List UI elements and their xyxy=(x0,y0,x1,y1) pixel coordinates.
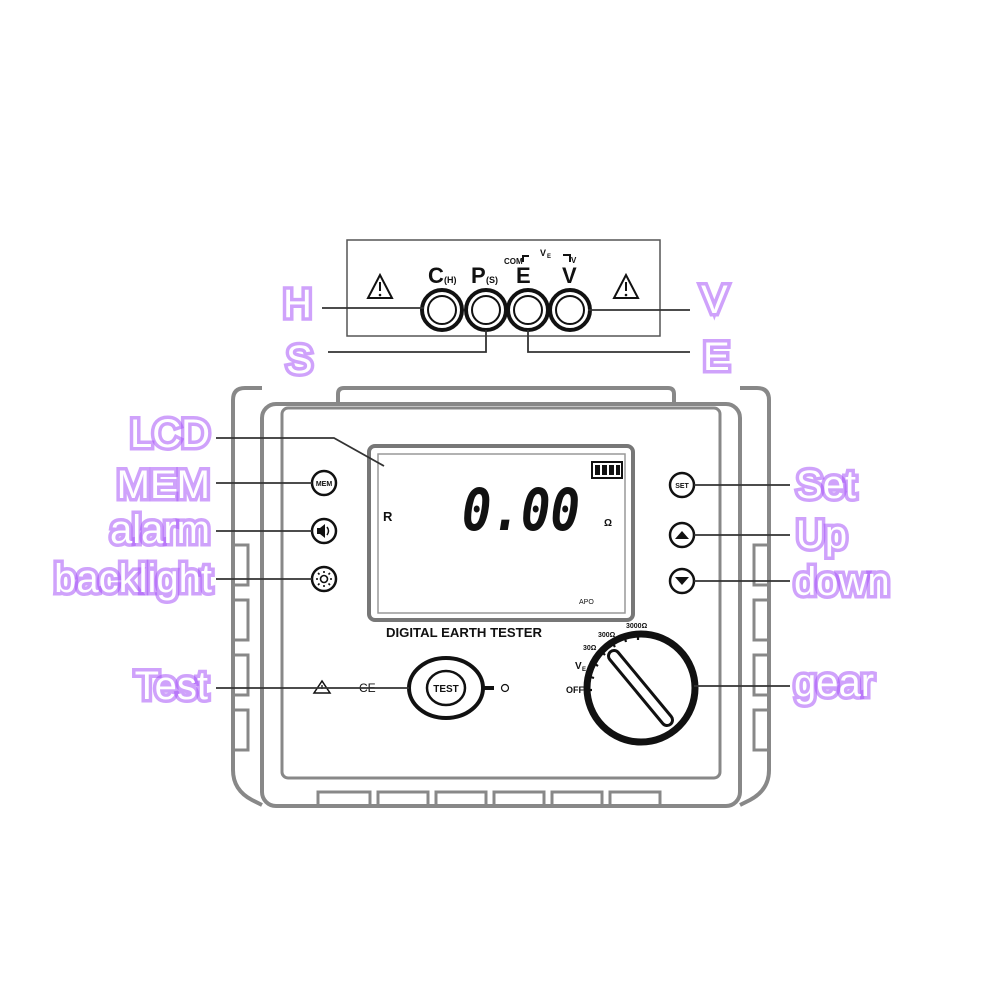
callout-e: E xyxy=(703,335,730,379)
v-bracket-icon xyxy=(563,254,571,262)
callout-alarm: alarm xyxy=(110,508,210,552)
leader-s xyxy=(328,330,487,353)
right-grip-ridges xyxy=(752,543,769,752)
lcd-reading: 0.00 xyxy=(462,476,580,544)
callout-backlight: backlight xyxy=(54,557,212,601)
jack-p xyxy=(464,288,508,332)
terminal-v-label: V xyxy=(562,263,577,288)
callout-h: H xyxy=(283,282,312,326)
callout-labels: H S V E LCD MEM alarm backlight Test Set… xyxy=(51,275,894,712)
lcd-mode-label: R xyxy=(383,509,393,524)
warning-icon-right xyxy=(612,272,640,299)
set-button[interactable]: SET xyxy=(668,471,696,499)
terminal-panel: C (H) P (S) E COM V V E V xyxy=(346,239,661,337)
sun-icon xyxy=(316,571,332,587)
test-button-label: TEST xyxy=(433,684,459,695)
alarm-button[interactable] xyxy=(310,517,338,545)
dial-label-off: OFF xyxy=(566,685,584,695)
callout-s: S xyxy=(286,338,313,382)
terminal-ve-label: V xyxy=(540,248,546,258)
callout-up: Up xyxy=(796,513,847,557)
battery-icon xyxy=(591,461,623,479)
jack-e xyxy=(506,288,550,332)
terminal-p-sub-label: (S) xyxy=(486,275,498,285)
mem-button[interactable]: MEM xyxy=(310,469,338,497)
jack-v xyxy=(548,288,592,332)
callout-down: down xyxy=(794,560,890,604)
terminal-e-label: E xyxy=(516,263,531,288)
dial-label-300: 300Ω xyxy=(598,632,616,639)
dial-label-ve-sub: E xyxy=(582,667,586,673)
lcd-display-area xyxy=(377,453,626,614)
callout-set: Set xyxy=(796,463,856,507)
terminal-c-sub-label: (H) xyxy=(444,275,457,285)
terminal-com-label: COM xyxy=(504,257,523,266)
down-arrow-icon xyxy=(675,577,689,585)
leader-lines xyxy=(216,307,790,689)
lcd-apo-label: APO xyxy=(579,599,594,606)
up-button[interactable] xyxy=(668,521,696,549)
backlight-button[interactable] xyxy=(310,565,338,593)
callout-gear: gear xyxy=(794,661,874,705)
indicator-led xyxy=(500,683,510,693)
dial-pointer xyxy=(607,649,674,727)
bottom-grip-ridges xyxy=(316,790,662,806)
jack-c xyxy=(420,288,464,332)
mem-button-label: MEM xyxy=(316,481,333,488)
dial-label-30: 30Ω xyxy=(583,645,597,652)
terminal-ve-sub-label: E xyxy=(547,254,551,260)
device-title: DIGITAL EARTH TESTER xyxy=(386,625,543,640)
callout-lcd: LCD xyxy=(130,412,210,456)
test-button-latch xyxy=(482,686,494,690)
set-button-label: SET xyxy=(675,483,689,490)
com-bracket-icon xyxy=(522,255,529,262)
lcd-screen: 0.00 R Ω APO xyxy=(367,444,635,622)
leader-e xyxy=(527,330,690,353)
callout-v: V xyxy=(701,278,728,322)
left-grip-ridges xyxy=(233,543,250,752)
warning-icon-left xyxy=(366,272,394,299)
dial-label-ve: V xyxy=(575,661,582,672)
terminal-v-top-label: V xyxy=(571,256,577,265)
leader-lcd xyxy=(216,437,385,467)
dial-ticks xyxy=(585,633,640,692)
lcd-unit-label: Ω xyxy=(604,518,612,529)
terminal-p-label: P xyxy=(471,263,486,288)
callout-mem: MEM xyxy=(117,463,210,507)
rotary-dial[interactable]: OFF V E 30Ω 300Ω 3000Ω xyxy=(566,623,699,746)
terminal-c-label: C xyxy=(428,263,444,288)
up-arrow-icon xyxy=(675,531,689,539)
speaker-icon xyxy=(317,524,330,538)
down-button[interactable] xyxy=(668,567,696,595)
callout-test: Test xyxy=(135,664,208,708)
dial-label-3000: 3000Ω xyxy=(626,623,648,630)
